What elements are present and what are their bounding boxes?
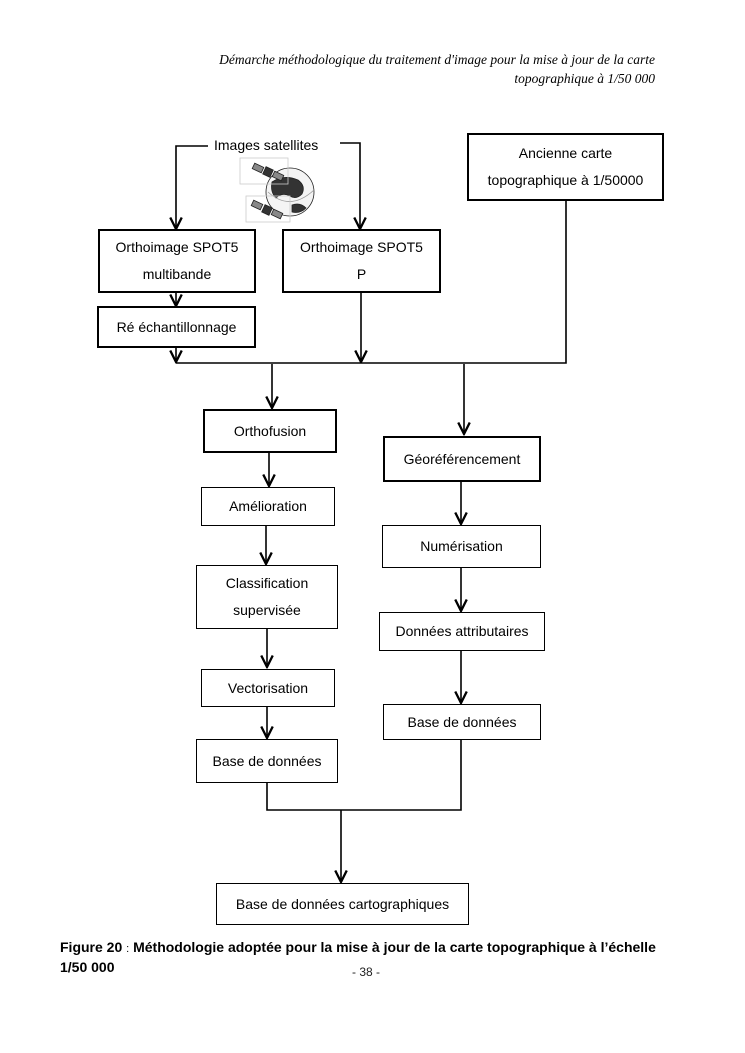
node-ortho-p: Orthoimage SPOT5 P <box>282 229 441 293</box>
node-georeferencement-label: Géoréférencement <box>403 450 521 467</box>
header-line-1: Démarche méthodologique du traitement d'… <box>219 52 655 67</box>
node-vectorisation: Vectorisation <box>201 669 335 707</box>
arrow-satellite-to-p <box>340 142 360 229</box>
node-base-cartographique-label: Base de données cartographiques <box>235 895 450 912</box>
node-amelioration-label: Amélioration <box>229 498 307 514</box>
node-ortho-multibande-line-2: multibande <box>142 266 212 282</box>
node-numerisation-label: Numérisation <box>420 538 503 554</box>
node-amelioration: Amélioration <box>201 487 335 526</box>
node-ancienne-carte-line-1: Ancienne carte <box>518 145 613 161</box>
node-ortho-p-line-1: Orthoimage SPOT5 <box>300 239 423 255</box>
node-base-cartographique: Base de données cartographiques <box>216 883 469 925</box>
page-header: Démarche méthodologique du traitement d'… <box>95 50 655 88</box>
node-ancienne-carte-line-2: topographique à 1/50000 <box>487 172 644 188</box>
figure-caption: Figure 20 : Méthodologie adoptée pour la… <box>60 938 680 976</box>
line-bases-merge <box>266 739 462 811</box>
line-ancienne-carte-to-merge <box>176 200 567 364</box>
node-classification-line-1: Classification <box>225 575 309 591</box>
node-numerisation: Numérisation <box>382 525 541 568</box>
node-ortho-multibande: Orthoimage SPOT5 multibande <box>98 229 256 293</box>
node-base-donnees-right-label: Base de données <box>407 713 517 730</box>
node-ortho-p-line-2: P <box>356 266 367 282</box>
figure-caption-text: Méthodologie adoptée pour la mise à jour… <box>60 939 656 975</box>
node-reechantillonnage: Ré échantillonnage <box>97 306 256 348</box>
node-classification: Classification supervisée <box>196 565 338 629</box>
node-ortho-multibande-line-1: Orthoimage SPOT5 <box>115 239 239 255</box>
node-vectorisation-label: Vectorisation <box>227 679 309 696</box>
node-reechantillonnage-label: Ré échantillonnage <box>116 318 237 335</box>
node-ancienne-carte: Ancienne carte topographique à 1/50000 <box>467 133 664 201</box>
node-orthofusion: Orthofusion <box>203 409 337 453</box>
node-orthofusion-label: Orthofusion <box>233 422 307 439</box>
node-classification-line-2: supervisée <box>233 602 301 618</box>
images-satellites-label: Images satellites <box>208 137 325 153</box>
page-number: - 38 - <box>352 965 381 979</box>
node-georeferencement: Géoréférencement <box>383 436 541 482</box>
header-line-2: topographique à 1/50 000 <box>514 71 655 86</box>
figure-caption-separator: : <box>126 943 130 955</box>
arrow-satellite-to-multibande <box>176 145 210 229</box>
satellite-earth-icon <box>239 157 315 223</box>
node-base-donnees-right: Base de données <box>383 704 541 740</box>
figure-caption-prefix: Figure 20 <box>60 939 123 955</box>
node-base-donnees-left-label: Base de données <box>212 752 322 769</box>
node-donnees-attributaires-label: Données attributaires <box>395 623 529 639</box>
node-base-donnees-left: Base de données <box>196 739 338 783</box>
node-donnees-attributaires: Données attributaires <box>379 612 545 651</box>
